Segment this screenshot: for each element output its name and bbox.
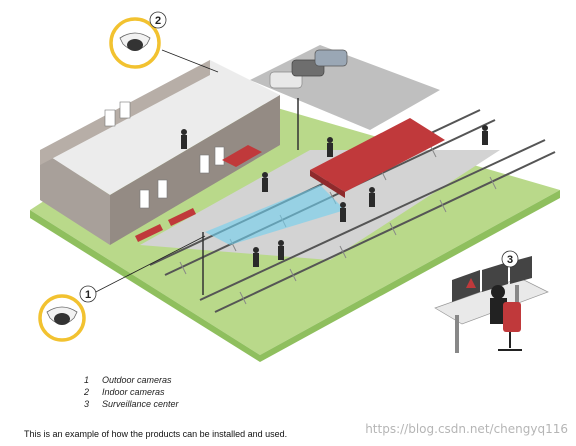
surveillance-desk: [434, 256, 549, 353]
platform-canopy: [310, 118, 445, 192]
legend-item: 3 Surveillance center: [84, 398, 179, 410]
callout-outdoor-camera: 1: [38, 235, 206, 342]
watermark: https://blog.csdn.net/chengyq116: [365, 422, 568, 436]
callout-legend: 1 Outdoor cameras 2 Indoor cameras 3 Sur…: [84, 374, 179, 410]
dome-camera-icon: [119, 32, 151, 51]
callout-number-3: 3: [507, 254, 513, 266]
callout-surveillance-center: 3: [501, 250, 519, 268]
dome-camera-icon: [46, 306, 78, 325]
building-awning: [222, 145, 262, 167]
alert-triangle-icon: [466, 278, 476, 288]
building-side-wall: [110, 95, 280, 245]
building-windows: [104, 101, 225, 209]
legend-number: 3: [84, 399, 90, 409]
benches: [135, 208, 196, 242]
parked-cars: [269, 49, 348, 89]
building-front-wall: [40, 150, 110, 245]
station-surveillance-illustration: 1 2 3: [30, 11, 560, 362]
callout-number-1: 1: [85, 289, 91, 301]
people: [181, 125, 488, 267]
platform-canopy-edge: [310, 170, 345, 198]
figure-caption: This is an example of how the products c…: [24, 429, 288, 439]
legend-number: 1: [84, 375, 90, 385]
legend-item: 1 Outdoor cameras: [84, 374, 179, 386]
lamp-posts: [202, 98, 299, 295]
callout-number-2: 2: [155, 15, 161, 27]
callout-indoor-camera: 2: [109, 11, 219, 73]
camera-view-cone: [205, 185, 345, 245]
legend-number: 2: [84, 387, 90, 397]
legend-label: Outdoor cameras: [102, 375, 172, 385]
legend-label: Surveillance center: [102, 399, 179, 409]
legend-label: Indoor cameras: [102, 387, 165, 397]
legend-item: 2 Indoor cameras: [84, 386, 179, 398]
building-floor: [40, 60, 280, 195]
